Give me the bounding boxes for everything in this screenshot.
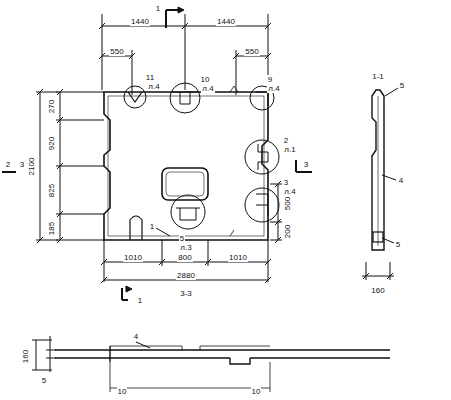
dimension-label: л.4 bbox=[267, 84, 280, 93]
dimension-label: 800 bbox=[177, 253, 192, 262]
dimension-label: 200 bbox=[283, 223, 292, 238]
dimension-label: 2880 bbox=[176, 271, 196, 280]
dimension-label: 4 bbox=[133, 332, 139, 341]
dimension-label: л.4 bbox=[147, 82, 160, 91]
dimension-label: 825 bbox=[47, 182, 56, 197]
dimension-label: 160 bbox=[370, 286, 385, 295]
dimension-label: 1 bbox=[155, 4, 161, 13]
dimension-label: 160 bbox=[21, 348, 30, 363]
dimension-label: 3 bbox=[283, 178, 289, 187]
dimension-label: 10 bbox=[117, 387, 128, 396]
dimension-label: л.4 bbox=[283, 187, 296, 196]
dimension-label: 10 bbox=[251, 387, 262, 396]
dimension-label: 10 bbox=[200, 75, 211, 84]
dimension-label: 2 bbox=[283, 136, 289, 145]
dimension-label: 1-1 bbox=[371, 72, 385, 81]
dimension-label: л.3 bbox=[179, 243, 192, 252]
dimension-label: 500 bbox=[283, 195, 292, 210]
dimension-label: 1440 bbox=[216, 17, 236, 26]
dimension-label: л.4 bbox=[201, 84, 214, 93]
dimension-label: 2 bbox=[5, 160, 11, 169]
dimension-label: 1010 bbox=[123, 253, 143, 262]
dimension-label: 920 bbox=[47, 135, 56, 150]
dimension-label: 550 bbox=[109, 47, 124, 56]
dimension-label: 3-3 bbox=[179, 289, 193, 298]
dimension-label: 5 bbox=[41, 376, 47, 385]
dimension-label: 9 bbox=[267, 75, 273, 84]
dimension-label: 5 bbox=[179, 234, 185, 243]
dimension-label: 270 bbox=[47, 98, 56, 113]
dimension-label: 1 bbox=[149, 222, 155, 231]
dimension-label: 1 bbox=[137, 296, 143, 305]
dimension-label: 1010 bbox=[228, 253, 248, 262]
dimension-label: 550 bbox=[244, 47, 259, 56]
dimension-label: 1440 bbox=[130, 17, 150, 26]
dimension-label: 11 bbox=[145, 73, 155, 82]
dimension-label: 5 bbox=[395, 240, 401, 249]
dimension-label: 3 bbox=[19, 160, 25, 169]
dimension-label: 3 bbox=[303, 160, 309, 169]
dimension-label: л.1 bbox=[283, 145, 296, 154]
dimension-label: 4 bbox=[398, 176, 404, 185]
dimension-label: 2100 bbox=[27, 156, 36, 176]
dimension-label: 185 bbox=[47, 220, 56, 235]
dimension-label: 5 bbox=[399, 81, 405, 90]
